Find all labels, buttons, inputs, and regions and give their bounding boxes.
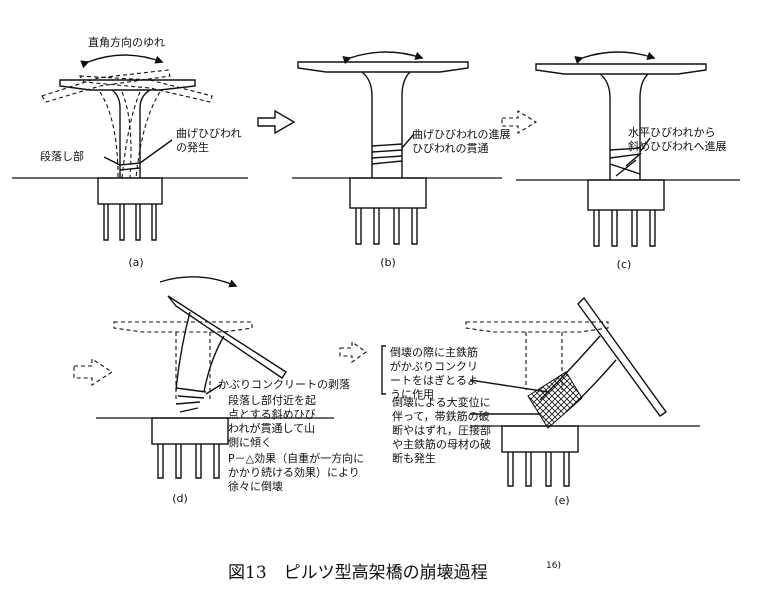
crack-label-1: 曲げひびわれ xyxy=(176,127,241,140)
caption-c: (c) xyxy=(617,258,632,271)
sway-label: 直角方向のゆれ xyxy=(88,35,165,49)
caption-d: (d) xyxy=(172,492,188,505)
label-2: ひびわれの貫通 xyxy=(412,142,488,155)
caption-a: (a) xyxy=(128,256,143,269)
swayed-column-right xyxy=(121,91,161,179)
p-delta-label-2: かかり続ける効果）により xyxy=(228,465,360,479)
caption-e: (e) xyxy=(554,494,569,507)
footing xyxy=(349,177,427,209)
deck xyxy=(535,63,707,75)
rebar-mesh xyxy=(527,371,583,429)
crack-marks xyxy=(609,147,643,177)
footing xyxy=(501,425,579,453)
collapsed-deck xyxy=(577,296,667,417)
piles xyxy=(103,204,157,241)
spall-label: かぶりコンクリートの剥落 xyxy=(218,378,350,391)
crack-label-4: 側に傾く xyxy=(228,435,272,449)
arrow-b-to-c xyxy=(501,110,538,134)
tilted-deck xyxy=(167,295,287,379)
spall-marks xyxy=(175,387,207,413)
original-deck-dashed xyxy=(465,321,609,333)
sway-arrow xyxy=(574,51,656,65)
piles xyxy=(593,210,656,247)
arrow-a-to-b xyxy=(257,109,296,135)
sway-arrow xyxy=(80,54,164,69)
panel-e: 倒壊の際に主鉄筋 がかぶりコンクリ ートをはぎとるよ うに作用 倒壊による大変位… xyxy=(381,296,700,507)
swayed-deck-left xyxy=(41,69,171,103)
break-label-5: 断も発生 xyxy=(392,451,436,465)
break-label-1: 倒壊による大変位に xyxy=(392,395,491,409)
panel-a: 直角方向のゆれ 段落し部 曲げひびわれ の発生 (a) xyxy=(12,35,248,269)
peel-label-2: がかぶりコンクリ xyxy=(390,359,478,373)
footing xyxy=(587,179,665,211)
tilted-column xyxy=(175,311,225,393)
peel-label-1: 倒壊の際に主鉄筋 xyxy=(390,345,478,359)
panel-c: 水平ひびわれから 斜めひびわれへ進展 (c) xyxy=(516,51,740,271)
column xyxy=(361,71,411,178)
deck xyxy=(297,61,469,73)
footing xyxy=(151,417,229,445)
figure-reference: 16) xyxy=(546,561,561,571)
tilt-arrow xyxy=(159,276,238,288)
p-delta-label-3: 徐々に倒壊 xyxy=(228,479,283,493)
footing xyxy=(97,177,163,205)
column xyxy=(599,73,649,180)
label-1: 水平ひびわれから xyxy=(628,126,715,139)
sway-arrow xyxy=(342,51,424,65)
break-label-4: や主鉄筋の母材の破 xyxy=(392,437,491,451)
note-bracket xyxy=(381,345,386,395)
original-deck-dashed xyxy=(113,321,253,333)
piles xyxy=(507,452,570,487)
crack-marks xyxy=(119,162,141,171)
original-column-dashed xyxy=(525,332,563,390)
break-label-3: 断やはずれ，圧接部 xyxy=(392,423,491,437)
crack-label-3: われが貫通して山 xyxy=(228,421,315,435)
column xyxy=(111,89,151,178)
swayed-column-left xyxy=(99,91,132,179)
p-delta-label-1: P－△効果（自重が一方向に xyxy=(228,451,364,465)
figure-title: 図13 ピルツ型高架橋の崩壊過程 xyxy=(228,563,488,583)
peel-label-3: ートをはぎとるよ xyxy=(390,373,478,387)
piles xyxy=(157,444,220,479)
panel-d: かぶりコンクリートの剥落 段落し部付近を起 点とする斜めひび われが貫通して山 … xyxy=(96,276,364,505)
break-label-2: 伴って，帯鉄筋の破 xyxy=(392,409,490,423)
label-1: 曲げひびわれの進展 xyxy=(412,128,510,141)
crack-marks xyxy=(371,143,403,165)
step-label: 段落し部 xyxy=(40,149,84,163)
crack-label-1: 段落し部付近を起 xyxy=(228,393,316,407)
crack-label-2: の発生 xyxy=(176,140,209,154)
deck xyxy=(59,79,196,91)
arrow-to-d xyxy=(73,357,114,387)
arrow-d-to-e xyxy=(339,340,367,364)
peel-label-4: うに作用 xyxy=(390,388,434,401)
piles xyxy=(355,208,418,245)
crack-label-2: 点とする斜めひび xyxy=(228,408,316,421)
label-2: 斜めひびわれへ進展 xyxy=(628,140,726,153)
panel-b: 曲げひびわれの進展 ひびわれの貫通 (b) xyxy=(292,51,510,269)
caption-b: (b) xyxy=(380,256,396,269)
